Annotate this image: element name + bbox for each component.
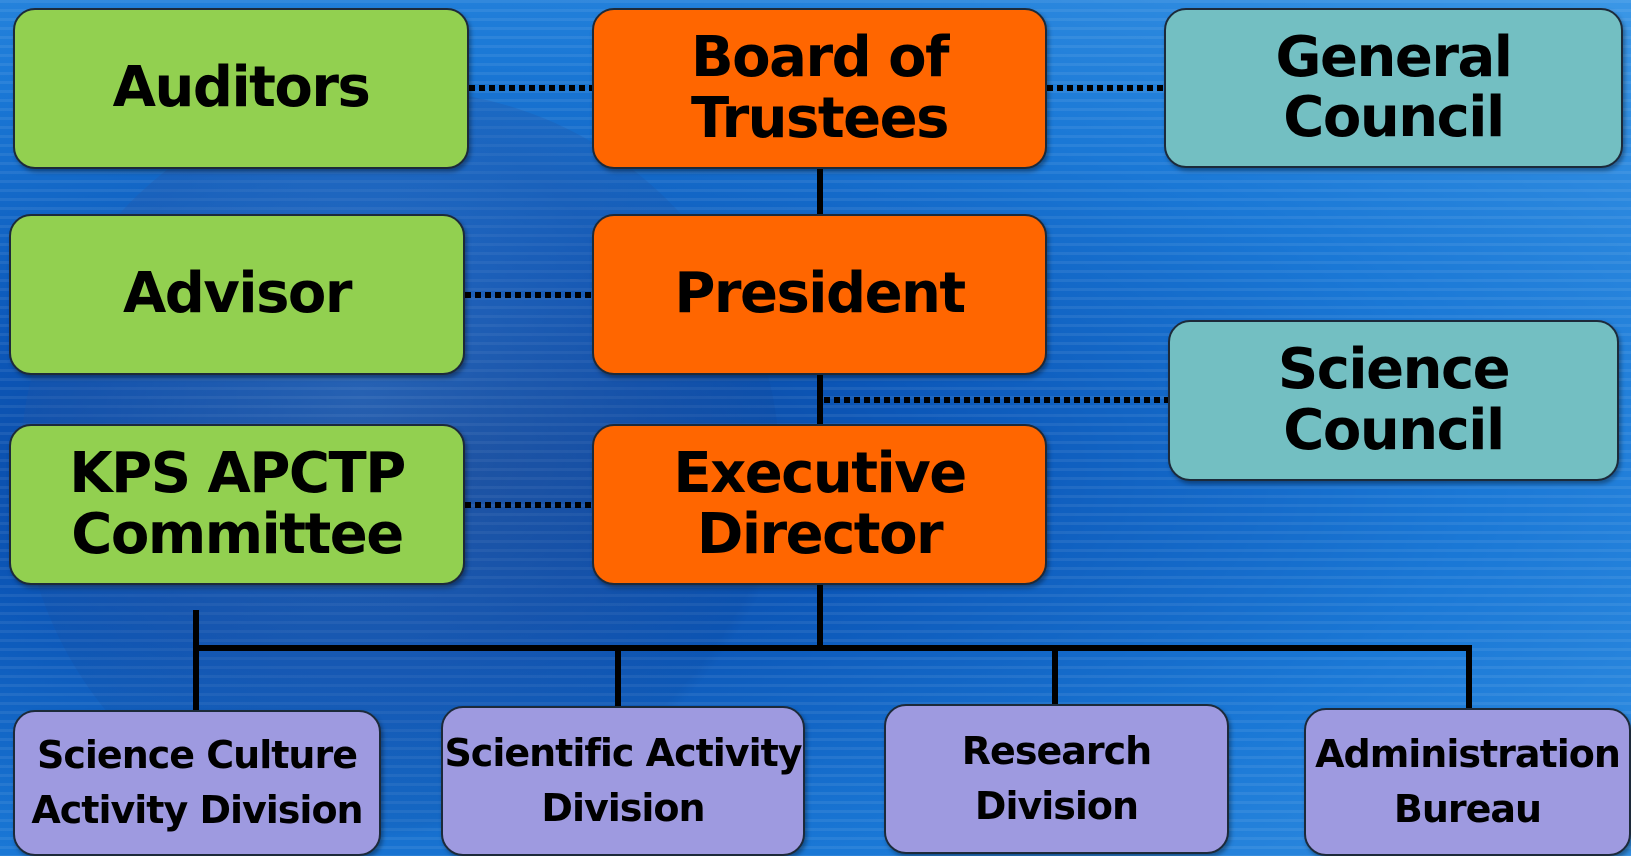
advisor-label: Advisor [122,261,353,327]
research-division-box: Research Division [884,704,1229,854]
executive-director-box: Executive Director [592,424,1047,585]
board-label-line1: Board of [691,25,949,91]
board-of-trustees-box: Board of Trustees [592,8,1047,169]
scientific-activity-division-box: Scientific Activity Division [441,706,805,856]
general-council-line1: General [1275,24,1513,90]
division-1-line1: Science Culture [37,732,358,777]
advisor-box: Advisor [9,214,465,375]
division-2-line1: Scientific Activity [444,730,802,775]
science-council-line2: Council [1283,397,1505,463]
kps-committee-line2: Committee [71,501,404,567]
division-4-line1: Administration [1315,731,1621,776]
kps-committee-line1: KPS APCTP [69,441,406,507]
auditors-label: Auditors [112,55,371,121]
division-3-line1: Research [961,728,1152,773]
executive-director-line2: Director [696,501,944,567]
science-culture-division-box: Science Culture Activity Division [13,710,381,856]
president-box: President [592,214,1047,375]
division-1-line2: Activity Division [31,788,363,832]
science-council-line1: Science [1277,337,1511,403]
president-label: President [674,261,966,327]
division-3-line2: Division [974,784,1139,828]
kps-apctp-committee-box: KPS APCTP Committee [9,424,465,585]
general-council-line2: Council [1283,85,1505,150]
auditors-box: Auditors [13,8,469,169]
division-4-line2: Bureau [1393,787,1542,831]
division-2-line2: Division [541,786,705,830]
administration-bureau-box: Administration Bureau [1304,708,1631,856]
science-council-box: Science Council [1168,320,1619,481]
executive-director-line1: Executive [673,441,967,507]
general-council-box: General Council [1164,8,1623,168]
board-label-line2: Trustees [691,85,949,151]
